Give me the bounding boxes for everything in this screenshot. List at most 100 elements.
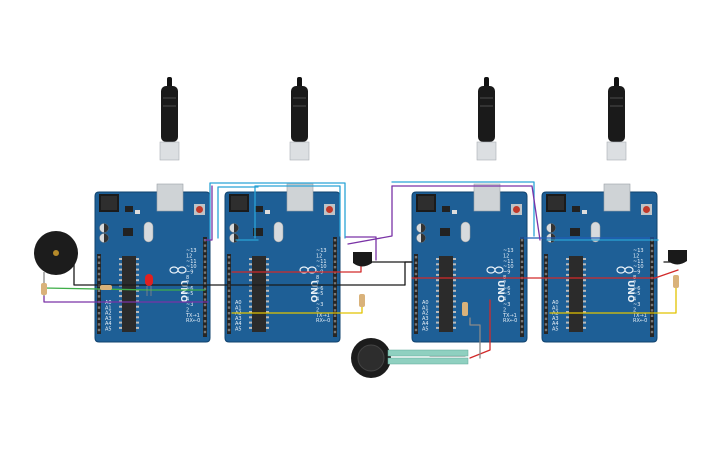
header-pin (333, 249, 337, 253)
chip-pin (249, 311, 252, 313)
chip-pin (119, 311, 122, 313)
header-pin (520, 260, 524, 263)
sensor-icon (353, 252, 372, 267)
components-layer (34, 231, 687, 378)
digital-pin-label: 4 (633, 297, 636, 303)
reset-button (196, 206, 203, 213)
capacitor-mark (104, 233, 109, 243)
arduino-uno-board[interactable]: A0A1A2A3A4A5~1312~11~10~987~6~54~32TX→1R… (411, 77, 528, 343)
header-pin (650, 260, 654, 263)
analog-pin-label: A5 (105, 327, 112, 333)
chip-pin (566, 284, 569, 287)
header-pin (414, 300, 418, 304)
usb-plug-collar (289, 141, 310, 161)
power-header (414, 254, 418, 334)
regulator (255, 206, 263, 212)
wire-gray (469, 317, 481, 359)
sensor-body (353, 252, 372, 267)
chip-pin (136, 268, 139, 271)
led-body (145, 274, 153, 286)
sensor-icon (668, 250, 687, 265)
smd-part (265, 210, 270, 214)
resistor (100, 285, 112, 290)
digital-pin-label: TX→1 (502, 313, 517, 319)
header-pin (97, 306, 101, 309)
digital-pin-label: 2 (316, 307, 319, 313)
header-pin (203, 298, 207, 301)
chip-pin (566, 300, 569, 303)
header-pin (414, 312, 418, 315)
chip-pin (453, 321, 456, 324)
chip-pin (249, 263, 252, 266)
chip-pin (566, 305, 569, 308)
chip-pin (436, 321, 439, 324)
header-pin (203, 282, 207, 285)
header-pin (227, 256, 231, 259)
chip-pin (566, 258, 569, 260)
header-pin (227, 289, 231, 292)
header-pin (650, 309, 654, 312)
usb-plug-collar (606, 141, 627, 161)
header-pin (414, 278, 418, 281)
header-pin (414, 272, 418, 276)
usb-cable-icon (159, 77, 180, 161)
force-sensor-center (357, 344, 385, 372)
header-pin (203, 320, 207, 323)
chip-pin (453, 289, 456, 292)
header-pin (333, 282, 337, 285)
atmega-chip (252, 256, 266, 332)
chip-pin (566, 321, 569, 324)
header-pin (333, 309, 337, 312)
digital-pin-label: ~3 (186, 302, 193, 308)
usb-plug-grip (610, 97, 623, 99)
wire-cyan (209, 182, 346, 241)
chip-pin (436, 311, 439, 313)
digital-pin-label: RX←0 (633, 318, 647, 324)
arduino-uno-board[interactable]: A0A1A2A3A4A5~1312~11~10~987~6~54~32TX→1R… (541, 77, 658, 343)
analog-pin-label: A1 (235, 305, 242, 311)
analog-pin-label: A4 (422, 321, 429, 327)
resistor (673, 275, 679, 288)
digital-pin-label: TX→1 (185, 313, 200, 319)
header-pin (333, 303, 337, 307)
resistor (41, 283, 47, 295)
usb-plug-body (161, 86, 178, 142)
header-pin (227, 295, 231, 298)
digital-pin-label: ~9 (186, 270, 193, 276)
chip-pin (249, 295, 252, 298)
infinity-loop (307, 266, 317, 274)
header-pin (97, 295, 101, 298)
header-pin (97, 272, 101, 276)
arduino-uno-board[interactable]: A0A1A2A3A4A5~1312~11~10~987~6~54~32TX→1R… (94, 77, 211, 343)
chip-pin (119, 305, 122, 308)
chip-pin (453, 263, 456, 266)
force-sensor-strip (387, 349, 469, 357)
digital-pin-label: 12 (316, 253, 322, 259)
usb-plug-grip (480, 97, 493, 99)
header-pin (203, 266, 207, 269)
digital-pin-label: 2 (503, 307, 506, 313)
arduino-uno-board[interactable]: A0A1A2A3A4A5~1312~11~10~987~6~54~32TX→1R… (224, 77, 341, 343)
usb-plug-grip (163, 105, 176, 107)
power-header (227, 254, 231, 334)
chip-pin (266, 321, 269, 324)
digital-header (520, 237, 524, 337)
chip-pin (119, 258, 122, 260)
chip-pin (266, 279, 269, 282)
chip-pin (566, 316, 569, 319)
wire-red (231, 264, 362, 273)
force-sensor-icon (351, 338, 469, 378)
arduino-infinity-icon (616, 266, 634, 274)
power-header (544, 254, 548, 334)
header-pin (650, 303, 654, 307)
reset-button (643, 206, 650, 213)
chip-pin (136, 295, 139, 298)
usb-port (156, 183, 184, 212)
usb-plug-grip (480, 105, 493, 107)
wire-cyan (254, 185, 341, 239)
header-pin (650, 330, 654, 334)
analog-pin-label: A1 (422, 305, 429, 311)
chip-pin (266, 268, 269, 271)
digital-pin-label: ~10 (633, 264, 644, 270)
